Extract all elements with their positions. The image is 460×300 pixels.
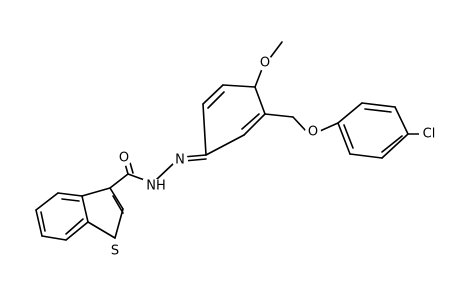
atom-label-text: N xyxy=(175,153,185,168)
atom-label-ether-oxygen: O xyxy=(305,124,321,140)
atom-label-text: S xyxy=(111,244,119,259)
atom-label-carbonyl-oxygen: O xyxy=(116,150,132,166)
methoxy-group xyxy=(254,41,283,88)
benzyl-ether-linker xyxy=(264,113,339,132)
atom-label-chlorine: Cl xyxy=(419,127,439,142)
atom-label-imine-nitrogen: N xyxy=(172,152,188,168)
atom-label-thiophene-sulfur: S xyxy=(107,243,123,259)
atom-label-text: NH xyxy=(146,179,166,194)
atom-label-text: O xyxy=(260,56,270,71)
atom-label-text: O xyxy=(308,125,318,140)
atom-label-methoxy-oxygen: O xyxy=(257,55,273,71)
benzothiophene-benzene-ring xyxy=(35,192,89,241)
methoxyphenyl-ring xyxy=(202,84,266,156)
atom-label-text: Cl xyxy=(423,127,436,142)
atom-label-amide-nitrogen: NH xyxy=(143,179,169,194)
chlorophenyl-ring xyxy=(337,102,421,159)
atom-label-text: O xyxy=(119,151,129,166)
benzothiophene-thiophene-ring xyxy=(81,187,124,239)
carbohydrazide-linker xyxy=(109,154,207,189)
